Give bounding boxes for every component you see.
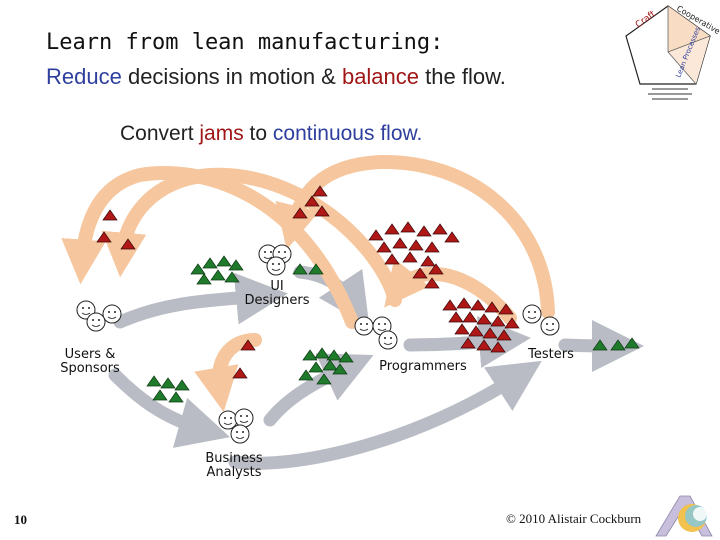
slide-number: 10 xyxy=(14,512,27,527)
label-ui-line1: UI xyxy=(270,279,284,294)
author-logo xyxy=(655,495,713,537)
heading-text-to: to xyxy=(243,122,273,145)
green-items-analysts xyxy=(146,375,190,403)
flow-arrow-users-to-analysts xyxy=(108,368,230,448)
subtitle-end: the flow. xyxy=(419,64,506,89)
flow-arrow-analysts-to-testers xyxy=(228,360,542,470)
subtitle-keyword-balance: balance xyxy=(341,64,420,89)
label-business-line1: Business xyxy=(205,451,263,466)
heading-keyword-flow: continuous flow. xyxy=(272,122,423,145)
subtitle-keyword-reduce: Reduce xyxy=(46,64,122,89)
label-users-line1: Users & xyxy=(64,347,116,362)
label-testers: Testers xyxy=(528,347,574,362)
label-programmers: Programmers xyxy=(379,359,467,374)
slide-title: Learn from lean manufacturing: xyxy=(46,30,444,55)
business-analysts-people xyxy=(218,408,254,444)
cooperative-games-logo: Craft Cooperative Games Lean Processes xyxy=(625,4,720,100)
feedback-arrows xyxy=(61,154,555,413)
users-sponsors-people xyxy=(76,300,122,332)
feedback-arrow-programmers-to-users xyxy=(101,167,402,307)
label-business-analysts: Business Analysts xyxy=(192,452,276,480)
flow-arrow-users-to-ui xyxy=(113,272,288,329)
flow-arrow-programmers-to-testers xyxy=(403,316,531,368)
subtitle-text: decisions in motion & xyxy=(121,64,342,89)
flow-arrow-testers-out xyxy=(558,319,644,372)
label-business-line2: Analysts xyxy=(206,465,262,480)
feedback-arrow-testers-to-programmers xyxy=(384,258,517,325)
programmers-people xyxy=(354,316,398,350)
heading-text: Convert xyxy=(120,122,200,145)
forward-flow-arrows xyxy=(108,265,644,470)
ui-designers-people xyxy=(258,244,292,276)
label-users-sponsors: Users & Sponsors xyxy=(50,348,130,376)
slide-subtitle: Reduce decisions in motion & balance the… xyxy=(46,64,506,90)
label-ui-designers: UI Designers xyxy=(232,280,322,308)
heading-keyword-jams: jams xyxy=(199,122,244,145)
label-ui-line2: Designers xyxy=(244,293,310,308)
diagram-heading: Convert jams to continuous flow. xyxy=(120,122,422,146)
copyright: © 2010 Alistair Cockburn xyxy=(506,511,642,526)
label-users-line2: Sponsors xyxy=(60,361,120,376)
feedback-arrow-programmers-to-sponsors xyxy=(61,166,359,329)
